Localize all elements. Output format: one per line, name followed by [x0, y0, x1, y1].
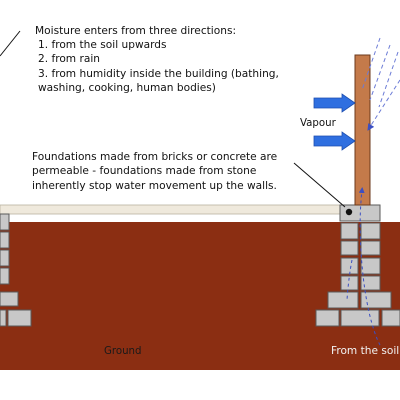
vapour-label: Vapour [300, 118, 337, 129]
foundation-note-line-2: permeable - foundations made from stone [32, 165, 256, 177]
timber-post [354, 54, 371, 206]
soil-moisture-path [346, 187, 381, 346]
moisture-note-pointer [0, 30, 21, 57]
moisture-note-item-2: 2. from rain [38, 53, 100, 65]
moisture-note-item-4: washing, cooking, human bodies) [38, 82, 216, 94]
dpc-hole [345, 208, 353, 216]
rain-lines [361, 37, 400, 131]
vapour-arrow-lower [313, 131, 356, 151]
moisture-note-item-1: 1. from the soil upwards [38, 39, 167, 51]
from-soil-label: From the soil [331, 345, 399, 357]
left-foundation [0, 213, 32, 327]
foundation-note-line-1: Foundations made from bricks or concrete… [32, 151, 277, 163]
floor-slab [0, 204, 346, 215]
right-foundation [315, 204, 400, 327]
moisture-note-heading: Moisture enters from three directions: [35, 25, 236, 37]
vapour-arrow-upper [313, 93, 356, 113]
ground-label: Ground [104, 346, 141, 357]
foundation-note-pointer [293, 162, 346, 208]
moisture-note-item-3: 3. from humidity inside the building (ba… [38, 68, 279, 80]
foundation-note-line-3: inherently stop water movement up the wa… [32, 180, 277, 192]
